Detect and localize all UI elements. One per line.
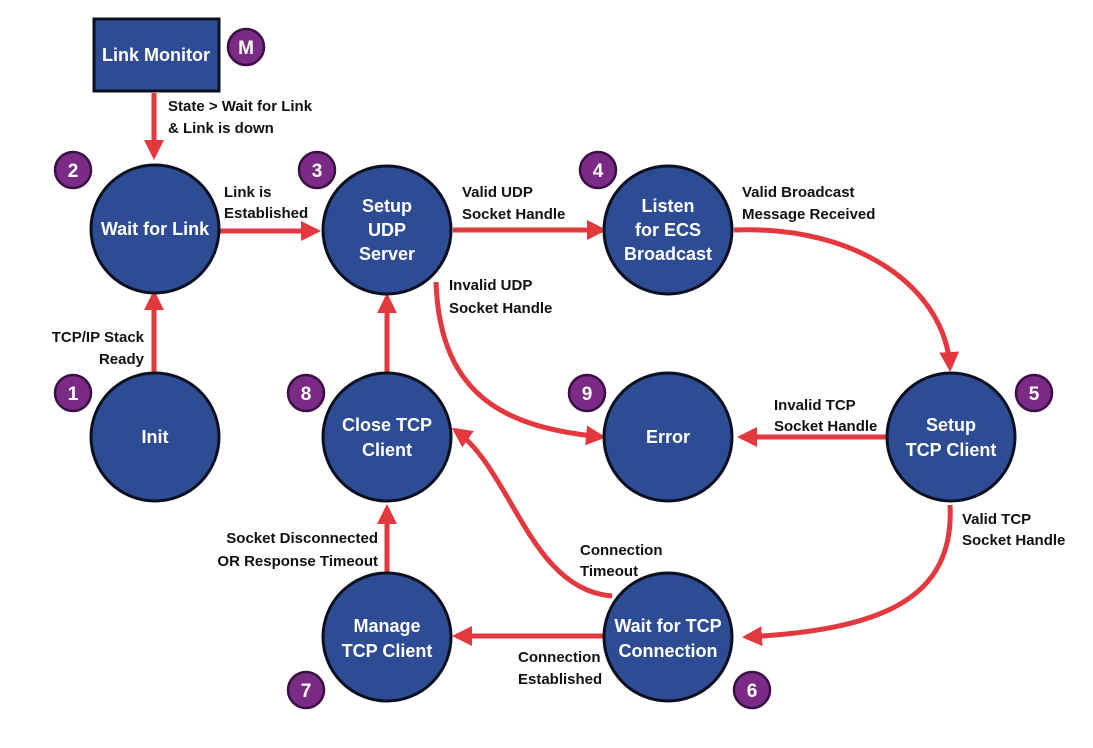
arrow-udp-to-error	[433, 281, 606, 446]
svg-text:Timeout: Timeout	[580, 563, 638, 580]
svg-text:Valid Broadcast: Valid Broadcast	[742, 184, 855, 201]
label-setup-tcp-to-wait-tcp: Valid TCP Socket Handle	[962, 511, 1065, 549]
badge-6: 6	[732, 670, 772, 710]
svg-text:7: 7	[301, 681, 312, 702]
svg-text:Established: Established	[224, 205, 308, 222]
wait-for-link-label: Wait for Link	[101, 219, 210, 239]
label-setup-tcp-to-error: Invalid TCP Socket Handle	[774, 397, 877, 435]
badge-8: 8	[286, 373, 326, 413]
svg-text:Message Received: Message Received	[742, 206, 875, 223]
arrow-setup-tcp-to-wait-tcp	[742, 504, 953, 647]
arrows	[144, 93, 960, 647]
label-listen-to-setup-tcp: Valid Broadcast Message Received	[742, 184, 875, 223]
state-wait-for-link: Wait for Link	[89, 163, 221, 295]
label-monitor-to-wait: State > Wait for Link & Link is down	[168, 98, 313, 137]
init-label: Init	[142, 427, 169, 447]
state-setup-tcp-client: Setup TCP Client	[885, 371, 1017, 503]
svg-text:9: 9	[582, 384, 593, 405]
svg-text:TCP/IP Stack: TCP/IP Stack	[52, 329, 145, 346]
svg-text:3: 3	[312, 161, 323, 182]
arrow-listen-to-setup-tcp	[733, 227, 960, 372]
setup-udp-line3: Server	[359, 244, 415, 264]
svg-text:2: 2	[68, 161, 79, 182]
state-wait-for-tcp-connection: Wait for TCP Connection	[602, 571, 734, 703]
svg-text:Socket Handle: Socket Handle	[774, 418, 877, 435]
arrow-wait-tcp-to-close	[451, 427, 613, 599]
badge-1: 1	[53, 373, 93, 413]
svg-text:Socket Handle: Socket Handle	[462, 206, 565, 223]
manage-tcp-line2: TCP Client	[342, 641, 433, 661]
svg-text:Invalid TCP: Invalid TCP	[774, 397, 856, 414]
label-wait-to-udp: Link is Established	[224, 184, 308, 222]
svg-text:8: 8	[301, 384, 312, 405]
svg-text:Valid TCP: Valid TCP	[962, 511, 1031, 528]
svg-text:Connection: Connection	[580, 542, 663, 559]
setup-tcp-line1: Setup	[926, 415, 976, 435]
state-error: Error	[602, 371, 734, 503]
svg-text:M: M	[238, 38, 254, 59]
svg-text:Established: Established	[518, 671, 602, 688]
svg-text:Ready: Ready	[99, 351, 145, 368]
setup-udp-line1: Setup	[362, 196, 412, 216]
state-link-monitor: Link Monitor	[92, 17, 221, 93]
setup-udp-line2: UDP	[368, 220, 406, 240]
close-tcp-line1: Close TCP	[342, 415, 432, 435]
error-label: Error	[646, 427, 690, 447]
wait-tcp-line1: Wait for TCP	[614, 616, 721, 636]
svg-text:OR Response Timeout: OR Response Timeout	[217, 553, 378, 570]
manage-tcp-line1: Manage	[353, 616, 420, 636]
listen-ecs-line1: Listen	[641, 196, 694, 216]
label-udp-to-listen: Valid UDP Socket Handle	[462, 184, 565, 223]
state-manage-tcp-client: Manage TCP Client	[321, 571, 453, 703]
svg-text:Invalid UDP: Invalid UDP	[449, 277, 532, 294]
label-manage-to-close: Socket Disconnected OR Response Timeout	[217, 530, 378, 570]
label-udp-to-error: Invalid UDP Socket Handle	[449, 277, 552, 317]
listen-ecs-line2: for ECS	[635, 220, 701, 240]
svg-text:6: 6	[747, 681, 758, 702]
link-monitor-label: Link Monitor	[102, 45, 210, 65]
wait-tcp-line2: Connection	[619, 641, 718, 661]
badge-m: M	[226, 27, 266, 67]
svg-text:5: 5	[1029, 384, 1040, 405]
label-init-to-wait: TCP/IP Stack Ready	[52, 329, 145, 368]
svg-text:Socket Disconnected: Socket Disconnected	[226, 530, 378, 547]
state-init: Init	[89, 371, 221, 503]
svg-text:Connection: Connection	[518, 649, 601, 666]
badge-3: 3	[297, 150, 337, 190]
close-tcp-line2: Client	[362, 440, 412, 460]
listen-ecs-line3: Broadcast	[624, 244, 712, 264]
state-listen-for-ecs-broadcast: Listen for ECS Broadcast	[602, 164, 734, 296]
state-close-tcp-client: Close TCP Client	[321, 371, 453, 503]
label-wait-tcp-to-close: Connection Timeout	[580, 542, 663, 580]
label-wait-tcp-to-manage: Connection Established	[518, 649, 602, 688]
badge-4: 4	[578, 150, 618, 190]
badge-2: 2	[53, 150, 93, 190]
badge-9: 9	[567, 373, 607, 413]
svg-text:State > Wait for Link: State > Wait for Link	[168, 98, 313, 115]
svg-text:& Link is down: & Link is down	[168, 120, 274, 137]
svg-text:1: 1	[68, 384, 79, 405]
setup-tcp-line2: TCP Client	[906, 440, 997, 460]
badge-7: 7	[286, 670, 326, 710]
svg-text:Socket Handle: Socket Handle	[449, 300, 552, 317]
svg-text:Socket Handle: Socket Handle	[962, 532, 1065, 549]
svg-text:Valid UDP: Valid UDP	[462, 184, 533, 201]
svg-text:4: 4	[593, 161, 604, 182]
badge-5: 5	[1014, 373, 1054, 413]
svg-text:Link is: Link is	[224, 184, 272, 201]
state-setup-udp-server: Setup UDP Server	[321, 164, 453, 296]
